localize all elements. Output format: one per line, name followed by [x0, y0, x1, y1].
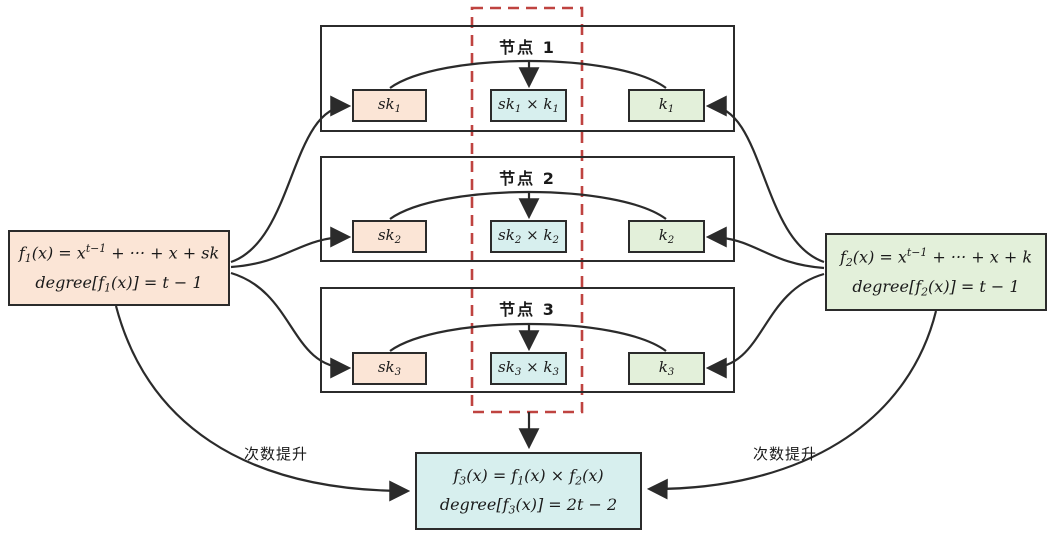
node-2-sk-label: sk2: [377, 226, 402, 247]
node-1-sk-label: sk1: [377, 95, 402, 116]
node-3-title: 节点 3: [499, 300, 556, 319]
node-1-k-label: k1: [658, 95, 675, 116]
node-3-k-label: k3: [658, 358, 675, 379]
node-2-k-label: k2: [658, 226, 675, 247]
node-2-product-label: sk2 × k2: [498, 226, 559, 247]
node-1-product-label: sk1 × k1: [498, 95, 559, 116]
node-2-product-box: sk2 × k2: [490, 220, 567, 253]
f3-formula: f3(x) = f1(x) × f2(x): [453, 465, 604, 487]
node-3-sk-box: sk3: [352, 352, 427, 385]
f1-degree: degree[f1(x)] = t − 1: [35, 272, 203, 294]
f3-product-box: f3(x) = f1(x) × f2(x) degree[f3(x)] = 2t…: [415, 452, 642, 530]
f3-degree: degree[f3(x)] = 2t − 2: [439, 495, 618, 517]
node-3-product-box: sk3 × k3: [490, 352, 567, 385]
node-1-title: 节点 1: [499, 38, 556, 57]
node-2-sk-box: sk2: [352, 220, 427, 253]
node-3-product-label: sk3 × k3: [498, 358, 559, 379]
node-3-sk-label: sk3: [377, 358, 402, 379]
f1-formula: f1(x) = xt−1 + ··· + x + sk: [18, 241, 220, 265]
f2-degree: degree[f2(x)] = t − 1: [852, 276, 1020, 298]
node-2-title: 节点 2: [499, 169, 556, 188]
node-1-k-box: k1: [628, 89, 705, 122]
node-1-product-box: sk1 × k1: [490, 89, 567, 122]
f2-polynomial-box: f2(x) = xt−1 + ··· + x + k degree[f2(x)]…: [825, 233, 1047, 311]
node-2-k-box: k2: [628, 220, 705, 253]
node-3-k-box: k3: [628, 352, 705, 385]
degree-lift-label-right: 次数提升: [752, 445, 817, 463]
degree-lift-label-left: 次数提升: [243, 445, 308, 463]
node-1-sk-box: sk1: [352, 89, 427, 122]
f2-formula: f2(x) = xt−1 + ··· + x + k: [839, 245, 1033, 269]
f1-polynomial-box: f1(x) = xt−1 + ··· + x + sk degree[f1(x)…: [8, 230, 230, 306]
